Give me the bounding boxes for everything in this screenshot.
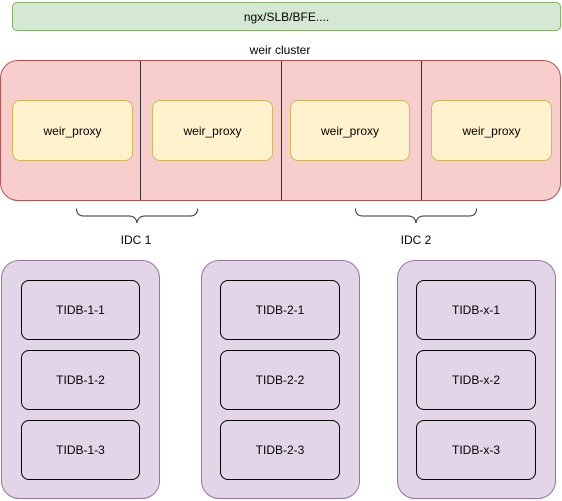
weir-proxy-label: weir_proxy: [320, 123, 380, 138]
tidb-node-label: TIDB-1-2: [56, 373, 105, 387]
cluster-divider-1: [140, 61, 141, 200]
tidb-node-x-3: TIDB-x-3: [416, 420, 536, 480]
idc-1-label: IDC 1: [120, 233, 152, 247]
tidb-node-label: TIDB-1-1: [56, 303, 105, 317]
tidb-node-2-3: TIDB-2-3: [220, 420, 340, 480]
load-balancer-box: ngx/SLB/BFE....: [12, 2, 561, 31]
idc-2-brace: [355, 208, 477, 224]
tidb-node-label: TIDB-2-1: [255, 303, 305, 317]
weir-proxy-2: weir_proxy: [152, 100, 273, 161]
tidb-node-x-2: TIDB-x-2: [416, 350, 536, 410]
cluster-title: weir cluster: [249, 43, 311, 57]
tidb-node-2-1: TIDB-2-1: [220, 280, 340, 340]
cluster-divider-3: [421, 61, 422, 200]
weir-proxy-label: weir_proxy: [462, 123, 521, 138]
tidb-node-label: TIDB-2-2: [255, 373, 305, 387]
tidb-node-label: TIDB-x-2: [452, 373, 500, 387]
tidb-node-label: TIDB-x-3: [452, 443, 500, 457]
tidb-node-label: TIDB-1-3: [56, 443, 105, 457]
tidb-node-label: TIDB-x-1: [452, 303, 500, 317]
idc-1-brace: [76, 208, 198, 224]
tidb-node-2-2: TIDB-2-2: [220, 350, 340, 410]
idc-2-label: IDC 2: [400, 233, 432, 247]
tidb-node-1-3: TIDB-1-3: [21, 420, 140, 480]
cluster-divider-2: [281, 61, 282, 200]
load-balancer-label: ngx/SLB/BFE....: [243, 9, 330, 24]
weir-proxy-label: weir_proxy: [183, 123, 242, 138]
weir-proxy-1: weir_proxy: [12, 100, 133, 161]
weir-proxy-3: weir_proxy: [290, 100, 410, 161]
tidb-node-label: TIDB-2-3: [255, 443, 305, 457]
weir-proxy-label: weir_proxy: [43, 123, 102, 138]
tidb-node-1-2: TIDB-1-2: [21, 350, 140, 410]
weir-proxy-4: weir_proxy: [431, 100, 552, 161]
tidb-node-1-1: TIDB-1-1: [21, 280, 140, 340]
tidb-node-x-1: TIDB-x-1: [416, 280, 536, 340]
